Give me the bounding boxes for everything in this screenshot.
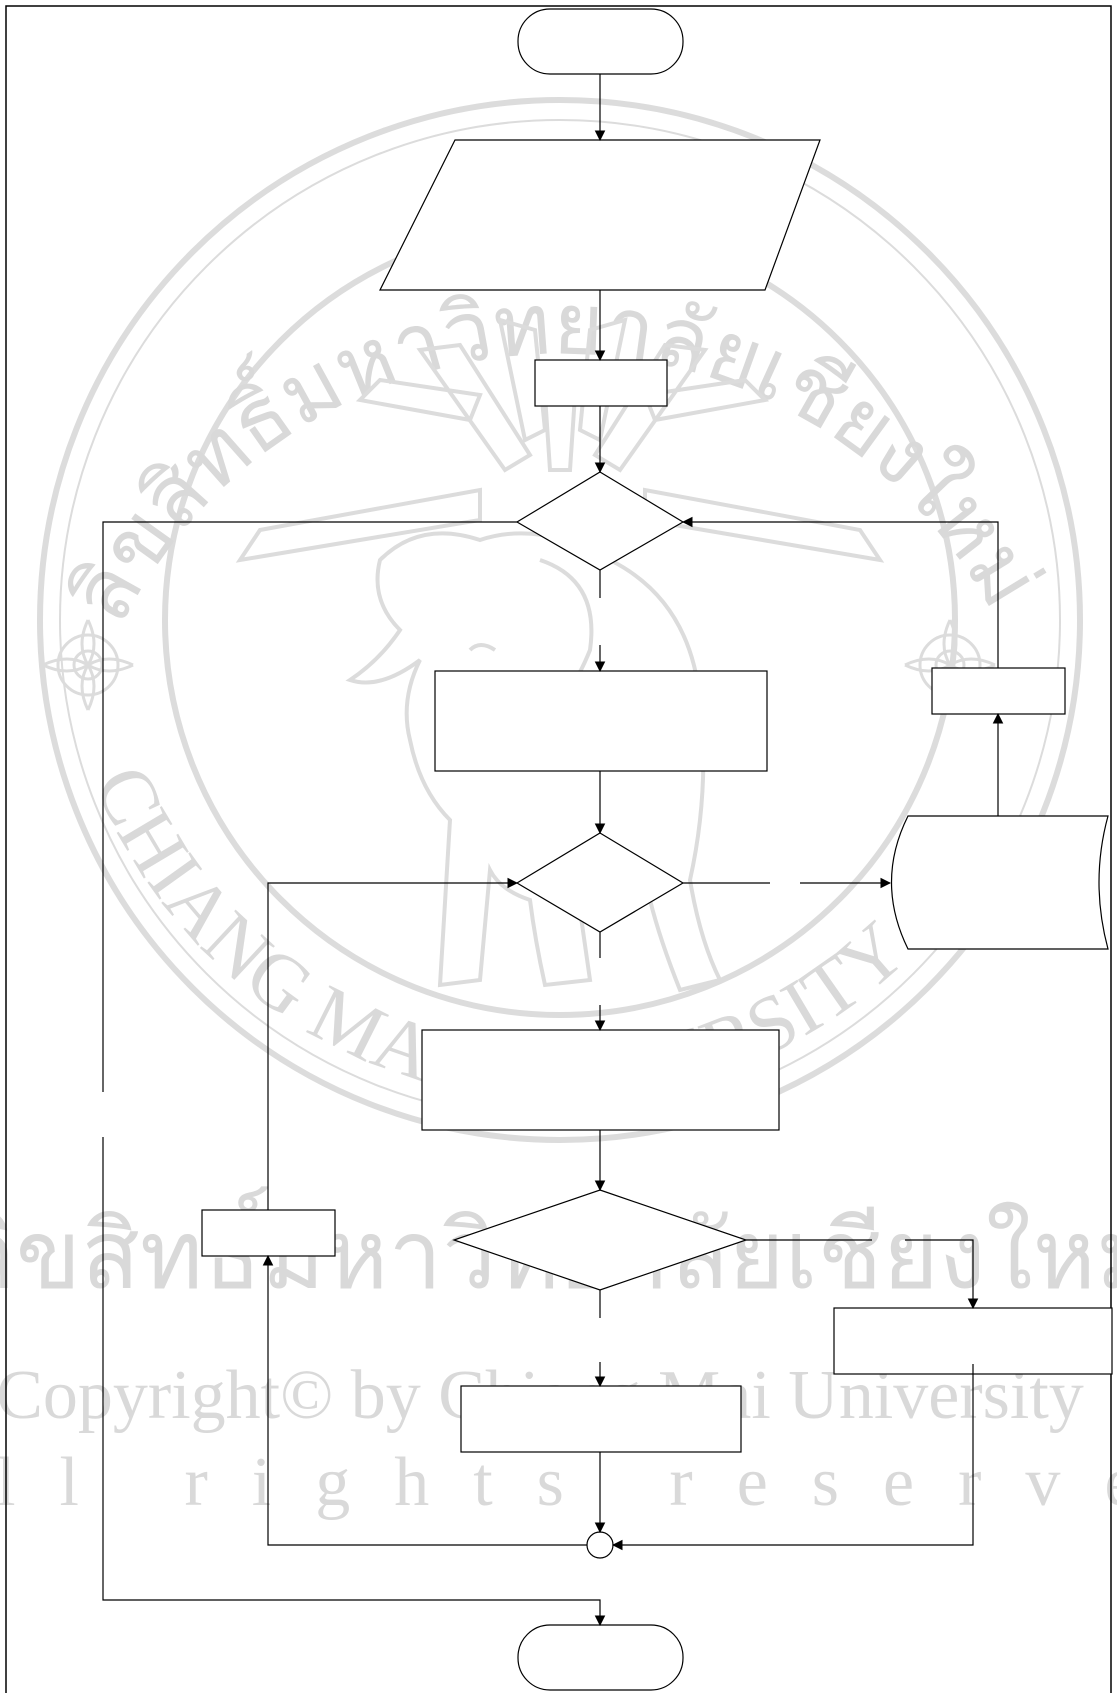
end-terminator: [518, 1625, 683, 1690]
process-a-box: [435, 671, 767, 771]
seal-arc-top-text: ลิขสิทธิ์มหาวิทยาลัยเชียงใหม่: [52, 276, 1059, 638]
process-side-top-box: [932, 668, 1065, 714]
flowchart: [202, 9, 1112, 1690]
input-parallelogram: [380, 140, 820, 290]
decision-mid-diamond: [517, 833, 683, 932]
start-terminator: [518, 9, 683, 74]
connector-circle: [587, 1532, 613, 1558]
process-b-box: [422, 1030, 779, 1130]
watermark-line-3: All rights reserved: [0, 1444, 1117, 1521]
decision-outer-diamond: [517, 472, 683, 570]
seal-flower-left-icon: [43, 620, 133, 710]
process-init-box: [535, 360, 667, 406]
process-c-box: [461, 1386, 741, 1452]
database-storage: [892, 816, 1109, 949]
process-side-left-box: [202, 1210, 335, 1256]
